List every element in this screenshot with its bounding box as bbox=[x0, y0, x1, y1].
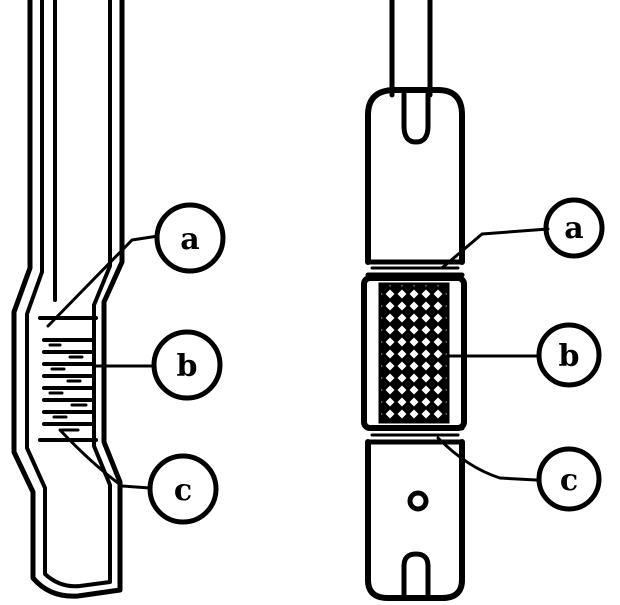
right-lower-sleeve bbox=[365, 439, 465, 601]
right-leader-c bbox=[436, 436, 538, 482]
right-lower-slot bbox=[401, 551, 431, 601]
right-upper-slot bbox=[401, 91, 431, 145]
right-knurl-pattern bbox=[378, 282, 450, 424]
right-assembly: a b c bbox=[361, 0, 605, 601]
left-leader-a bbox=[46, 234, 160, 328]
left-crimp-zone bbox=[38, 316, 98, 442]
right-callout-b-label: b bbox=[559, 339, 580, 374]
left-callout-b-label: b bbox=[177, 349, 198, 384]
left-callout-b: b bbox=[151, 329, 223, 401]
right-callout-c: c bbox=[536, 446, 602, 512]
right-pin-hole bbox=[407, 490, 429, 512]
left-leader-c bbox=[58, 428, 152, 490]
left-assembly: a b c bbox=[11, 0, 226, 599]
left-callout-c: c bbox=[147, 453, 219, 525]
left-tube-outer-wall bbox=[11, 0, 125, 599]
right-upper-sleeve bbox=[365, 87, 465, 265]
left-callout-a: a bbox=[154, 202, 226, 274]
left-callout-c-label: c bbox=[174, 473, 192, 508]
right-callout-b: b bbox=[536, 322, 602, 388]
right-leader-a bbox=[440, 227, 550, 270]
right-callout-a: a bbox=[543, 197, 605, 259]
right-callout-c-label: c bbox=[560, 463, 578, 498]
left-callout-a-label: a bbox=[180, 222, 199, 257]
left-tube-inner-wall bbox=[25, 0, 112, 589]
right-callout-a-label: a bbox=[564, 211, 583, 246]
